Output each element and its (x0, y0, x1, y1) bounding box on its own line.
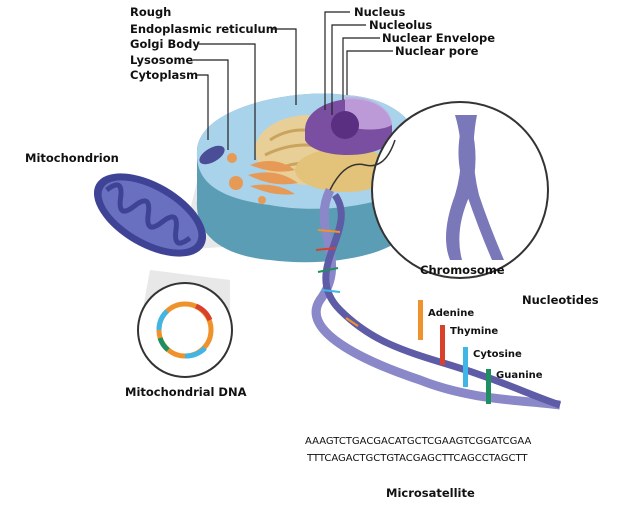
label-nucleotides: Nucleotides (522, 293, 599, 307)
thymine-bar (440, 325, 445, 365)
sequence-bottom: TTTCAGACTGCTGTACGAGCTTCAGCCTAGCTT (306, 453, 528, 464)
chromosome (446, 115, 504, 260)
label-endoplasmic-reticulum: Endoplasmic reticulum (130, 22, 278, 36)
label-lysosome: Lysosome (130, 53, 194, 67)
cytosine-bar (463, 347, 468, 387)
mitochondrion (93, 173, 207, 257)
label-golgi-body: Golgi Body (130, 37, 200, 51)
label-chromosome: Chromosome (420, 263, 505, 277)
label-nuclear-pore: Nuclear pore (395, 44, 479, 58)
sequence-top: AAAGTCTGACGACATGCTCGAAGTCGGATCGAA (305, 436, 531, 447)
label-adenine: Adenine (428, 308, 474, 319)
label-cytosine: Cytosine (473, 349, 522, 360)
guanine-bar (486, 369, 491, 404)
label-cytoplasm: Cytoplasm (130, 68, 198, 82)
label-nucleus: Nucleus (354, 5, 406, 19)
leader-lines (193, 11, 393, 160)
label-microsatellite: Microsatellite (386, 486, 475, 500)
label-rough: Rough (130, 5, 171, 19)
label-nuclear-envelope: Nuclear Envelope (382, 31, 495, 45)
adenine-bar (418, 300, 423, 340)
cell (196, 93, 422, 263)
dna-double-helix (311, 187, 562, 410)
label-thymine: Thymine (450, 326, 498, 337)
label-guanine: Guanine (496, 370, 543, 381)
label-mitochondrial-dna: Mitochondrial DNA (125, 385, 247, 399)
golgi-body (248, 161, 298, 195)
mito-dna-ring (156, 301, 214, 359)
nucleus (295, 96, 395, 192)
label-mitochondrion: Mitochondrion (25, 151, 119, 165)
label-nucleolus: Nucleolus (369, 18, 432, 32)
lysosome (227, 153, 237, 163)
mito-dna-zoom-circle (137, 282, 233, 378)
